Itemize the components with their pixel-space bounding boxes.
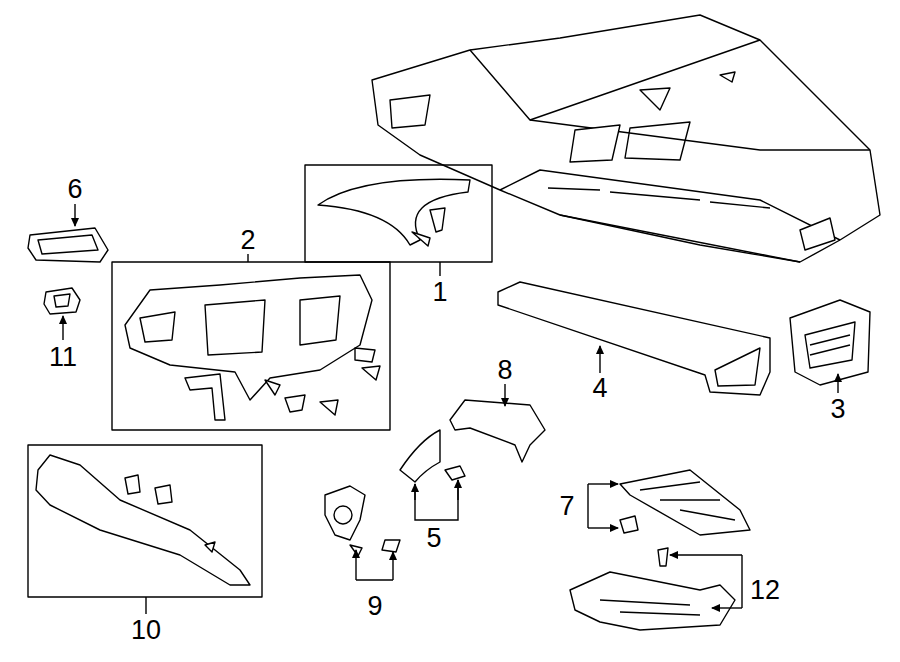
callout-number: 10 [129, 617, 163, 644]
callout-number: 1 [430, 279, 449, 306]
callout-number: 12 [748, 577, 782, 604]
callout-number: 3 [828, 396, 847, 423]
callout-number: 8 [495, 357, 514, 384]
callout-number: 2 [238, 227, 257, 254]
callout-number: 5 [424, 525, 443, 552]
callout-number: 7 [557, 493, 576, 520]
callout-number: 6 [65, 176, 84, 203]
callout-number: 9 [365, 593, 384, 620]
callout-number: 11 [47, 344, 79, 371]
callout-number: 4 [590, 375, 609, 402]
